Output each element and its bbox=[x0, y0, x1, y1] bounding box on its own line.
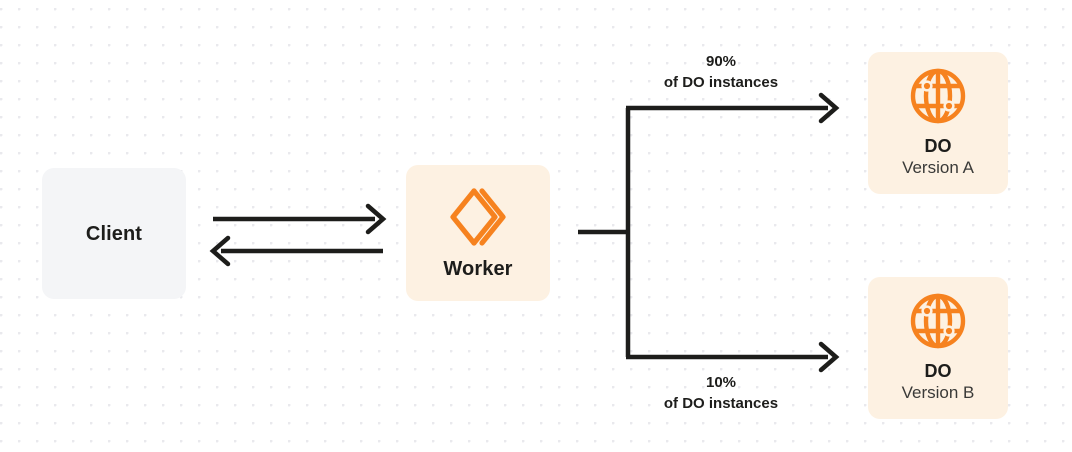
arrow-worker-to-do-a bbox=[626, 92, 840, 124]
edge-label-do-a-percent: 90% bbox=[705, 53, 737, 70]
node-do-version-b[interactable]: DO Version B bbox=[868, 277, 1008, 419]
node-client-label: Client bbox=[85, 222, 143, 245]
edge-label-do-b-percent: 10% bbox=[705, 374, 737, 391]
node-do-version-a[interactable]: DO Version A bbox=[868, 52, 1008, 194]
node-do-a-sublabel: Version A bbox=[902, 158, 974, 178]
arrow-worker-to-client bbox=[209, 235, 383, 267]
arrow-client-to-worker bbox=[213, 203, 387, 235]
branch-trunk bbox=[578, 108, 631, 357]
edge-label-do-a: 90% of DO instances bbox=[631, 52, 811, 93]
node-worker[interactable]: Worker bbox=[406, 165, 550, 301]
arrow-worker-to-do-b bbox=[626, 341, 840, 373]
edge-label-do-b: 10% of DO instances bbox=[631, 373, 811, 414]
node-do-a-label: DO bbox=[924, 135, 952, 156]
node-do-b-sublabel: Version B bbox=[901, 383, 975, 403]
node-do-b-label: DO bbox=[924, 360, 952, 381]
node-worker-label: Worker bbox=[443, 258, 513, 280]
edge-label-do-b-caption: of DO instances bbox=[663, 394, 779, 412]
edge-label-do-a-caption: of DO instances bbox=[663, 73, 779, 91]
cloudflare-workers-icon bbox=[447, 186, 509, 248]
globe-icon bbox=[909, 67, 967, 125]
globe-icon bbox=[909, 292, 967, 350]
node-client[interactable]: Client bbox=[42, 168, 186, 299]
